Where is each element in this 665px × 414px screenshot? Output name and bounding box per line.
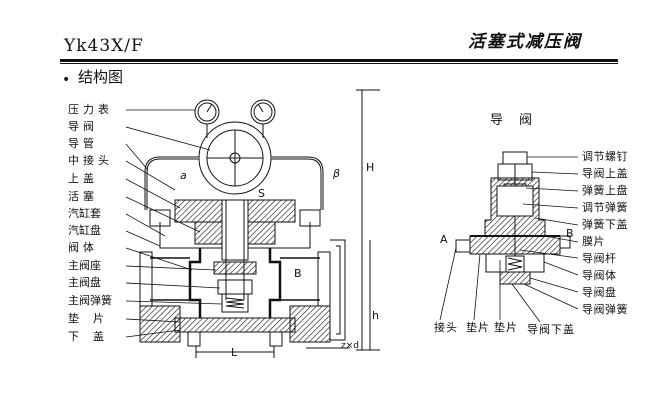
pilot-label-diaphragm: 膜片 — [582, 235, 605, 248]
dim-height: H — [366, 161, 375, 174]
label-lower-cover: 下盖 — [68, 330, 118, 343]
pilot-label-adjust-screw: 调节螺钉 — [582, 150, 628, 163]
pilot-label-gasket-2: 垫片 — [494, 321, 518, 334]
pressure-gauge-right — [250, 99, 276, 138]
label-main-valve-disk: 主阀盘 — [68, 276, 101, 289]
letter-beta: β — [333, 167, 341, 180]
pilot-label-joint: 接头 — [434, 321, 458, 334]
pressure-gauge-left — [194, 99, 220, 138]
pilot-label-valve-body: 导阀体 — [582, 269, 617, 282]
pilot-label-lower-cover: 导阀下盖 — [527, 323, 575, 336]
pilot-label-valve-stem: 导阀杆 — [582, 252, 617, 265]
dim-zd: z×d — [341, 341, 359, 351]
label-pilot-valve: 导阀 — [68, 120, 98, 133]
letter-b: B — [294, 267, 302, 280]
pilot-letter-a: A — [440, 233, 448, 246]
label-valve-body: 阀体 — [68, 241, 98, 254]
pilot-label-valve-disk: 导阀盘 — [582, 286, 617, 299]
label-gasket: 垫片 — [68, 312, 118, 325]
pilot-label-spring-upper-plate: 弹簧上盘 — [582, 184, 628, 197]
label-cylinder-sleeve: 汽缸套 — [68, 207, 101, 220]
label-guide-tube: 导管 — [68, 137, 98, 150]
dim-h: h — [372, 309, 379, 322]
section-bullet: • — [62, 72, 71, 88]
section-title: 结构图 — [78, 68, 124, 86]
dim-length: L — [231, 346, 238, 359]
header-rule — [60, 59, 618, 62]
label-middle-joint: 中接头 — [68, 154, 113, 167]
letter-a: a — [180, 169, 187, 182]
label-cylinder-plate: 汽缸盘 — [68, 224, 101, 237]
pilot-label-upper-cover: 导阀上盖 — [582, 167, 628, 180]
model-number: Yk43X/F — [64, 36, 144, 56]
label-main-valve-seat: 主阀座 — [68, 259, 101, 272]
pilot-valve-detail — [439, 151, 579, 323]
label-pressure-gauge: 压力表 — [68, 103, 113, 116]
pilot-valve-disk — [198, 121, 272, 195]
pilot-label-adjust-spring: 调节弹簧 — [582, 201, 628, 214]
product-name: 活塞式减压阀 — [468, 32, 582, 52]
pilot-label-gasket-1: 垫片 — [466, 321, 490, 334]
label-piston: 活塞 — [68, 190, 98, 203]
header-rule-thin — [60, 63, 618, 64]
pilot-letter-b: B — [566, 227, 574, 240]
pilot-valve-title: 导阀 — [490, 113, 549, 128]
label-main-valve-spring: 主阀弹簧 — [68, 294, 112, 307]
letter-s: S — [258, 187, 265, 200]
pilot-label-spring-lower-cover: 弹簧下盖 — [582, 218, 628, 231]
pilot-label-valve-spring: 导阀弹簧 — [582, 303, 628, 316]
label-upper-cover: 上盖 — [68, 172, 98, 185]
